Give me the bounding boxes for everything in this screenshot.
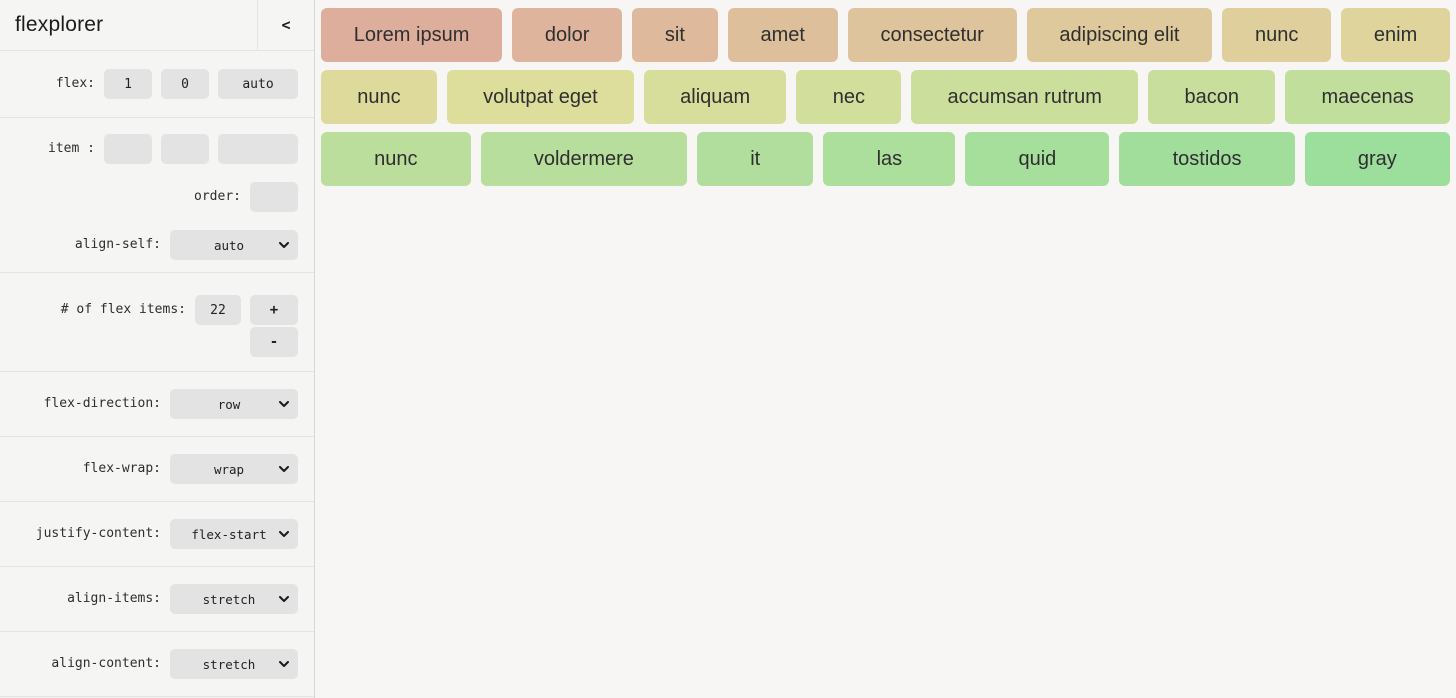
- justify-content-value: flex-start: [191, 526, 267, 542]
- flex-shorthand-row: flex:: [16, 69, 298, 99]
- align-content-row: align-content: stretch: [16, 649, 298, 679]
- chevron-down-icon: [279, 661, 289, 667]
- collapse-sidebar-button[interactable]: <: [257, 0, 314, 50]
- sidebar: flexplorer < flex: item : order: align-s…: [0, 0, 315, 698]
- chevron-down-icon: [279, 531, 289, 537]
- align-self-select[interactable]: auto: [170, 230, 298, 260]
- flex-item[interactable]: consectetur: [847, 8, 1017, 62]
- section-flex: flex:: [0, 51, 314, 118]
- flex-wrap-label: flex-wrap:: [82, 461, 161, 476]
- flex-item[interactable]: gray: [1304, 132, 1450, 186]
- item-shrink-input[interactable]: [161, 134, 209, 164]
- flex-item[interactable]: bacon: [1148, 70, 1276, 124]
- align-self-row: align-self: auto: [16, 230, 298, 260]
- chevron-down-icon: [279, 596, 289, 602]
- section-flex-wrap: flex-wrap: wrap: [0, 437, 314, 502]
- chevron-down-icon: [279, 401, 289, 407]
- item-count-row: # of flex items: + -: [16, 295, 298, 357]
- justify-content-label: justify-content:: [35, 526, 161, 541]
- flex-item[interactable]: nunc: [321, 132, 471, 186]
- flex-direction-value: row: [217, 396, 241, 412]
- flex-item[interactable]: it: [697, 132, 814, 186]
- align-self-value: auto: [213, 237, 245, 253]
- flex-item[interactable]: nunc: [1222, 8, 1332, 62]
- flex-direction-label: flex-direction:: [43, 396, 161, 411]
- chevron-down-icon: [279, 242, 289, 248]
- flex-item[interactable]: voldermere: [480, 132, 688, 186]
- order-label: order:: [194, 189, 241, 204]
- flex-wrap-row: flex-wrap: wrap: [16, 454, 298, 484]
- flex-item[interactable]: quid: [965, 132, 1110, 186]
- flex-item[interactable]: las: [823, 132, 956, 186]
- align-content-value: stretch: [202, 656, 256, 672]
- flex-label: flex:: [55, 76, 95, 91]
- order-input[interactable]: [250, 182, 298, 212]
- align-items-label: align-items:: [67, 591, 161, 606]
- order-row: order:: [16, 182, 298, 212]
- justify-content-row: justify-content: flex-start: [16, 519, 298, 549]
- chevron-left-icon: <: [281, 16, 291, 34]
- section-item: item : order: align-self: auto: [0, 118, 314, 273]
- flex-item[interactable]: aliquam: [643, 70, 787, 124]
- app-title: flexplorer: [15, 13, 104, 36]
- add-item-button[interactable]: +: [250, 295, 298, 325]
- justify-content-select[interactable]: flex-start: [170, 519, 298, 549]
- item-basis-input[interactable]: [218, 134, 298, 164]
- flex-shrink-input[interactable]: [161, 69, 209, 99]
- flex-basis-input[interactable]: [218, 69, 298, 99]
- sidebar-header: flexplorer <: [0, 0, 314, 51]
- flex-item[interactable]: nunc: [321, 70, 437, 124]
- section-justify-content: justify-content: flex-start: [0, 502, 314, 567]
- align-content-select[interactable]: stretch: [170, 649, 298, 679]
- flex-item[interactable]: Lorem ipsum: [321, 8, 503, 62]
- section-item-count: # of flex items: + -: [0, 273, 314, 372]
- flex-item[interactable]: amet: [727, 8, 838, 62]
- align-content-label: align-content:: [51, 656, 161, 671]
- flex-item[interactable]: maecenas: [1285, 70, 1450, 124]
- flex-grow-input[interactable]: [104, 69, 152, 99]
- flex-item[interactable]: enim: [1341, 8, 1451, 62]
- item-label: item :: [48, 141, 95, 156]
- remove-item-button[interactable]: -: [250, 327, 298, 357]
- item-count-steppers: + -: [250, 295, 298, 357]
- section-align-items: align-items: stretch: [0, 567, 314, 632]
- item-flex-row: item :: [16, 134, 298, 164]
- flex-direction-row: flex-direction: row: [16, 389, 298, 419]
- flex-item[interactable]: volutpat eget: [446, 70, 634, 124]
- align-items-row: align-items: stretch: [16, 584, 298, 614]
- flex-direction-select[interactable]: row: [170, 389, 298, 419]
- align-items-value: stretch: [202, 591, 256, 607]
- flex-item[interactable]: dolor: [512, 8, 623, 62]
- flex-wrap-value: wrap: [213, 461, 245, 477]
- item-count-input[interactable]: [195, 295, 241, 325]
- align-items-select[interactable]: stretch: [170, 584, 298, 614]
- flex-item[interactable]: tostidos: [1119, 132, 1295, 186]
- flex-item[interactable]: sit: [632, 8, 718, 62]
- chevron-down-icon: [279, 466, 289, 472]
- flex-wrap-select[interactable]: wrap: [170, 454, 298, 484]
- item-count-label: # of flex items:: [60, 302, 186, 317]
- section-flex-direction: flex-direction: row: [0, 372, 314, 437]
- section-align-content: align-content: stretch: [0, 632, 314, 697]
- flex-item[interactable]: nec: [796, 70, 902, 124]
- flex-item[interactable]: adipiscing elit: [1026, 8, 1213, 62]
- item-grow-input[interactable]: [104, 134, 152, 164]
- align-self-label: align-self:: [74, 237, 161, 252]
- flex-item[interactable]: accumsan rutrum: [911, 70, 1139, 124]
